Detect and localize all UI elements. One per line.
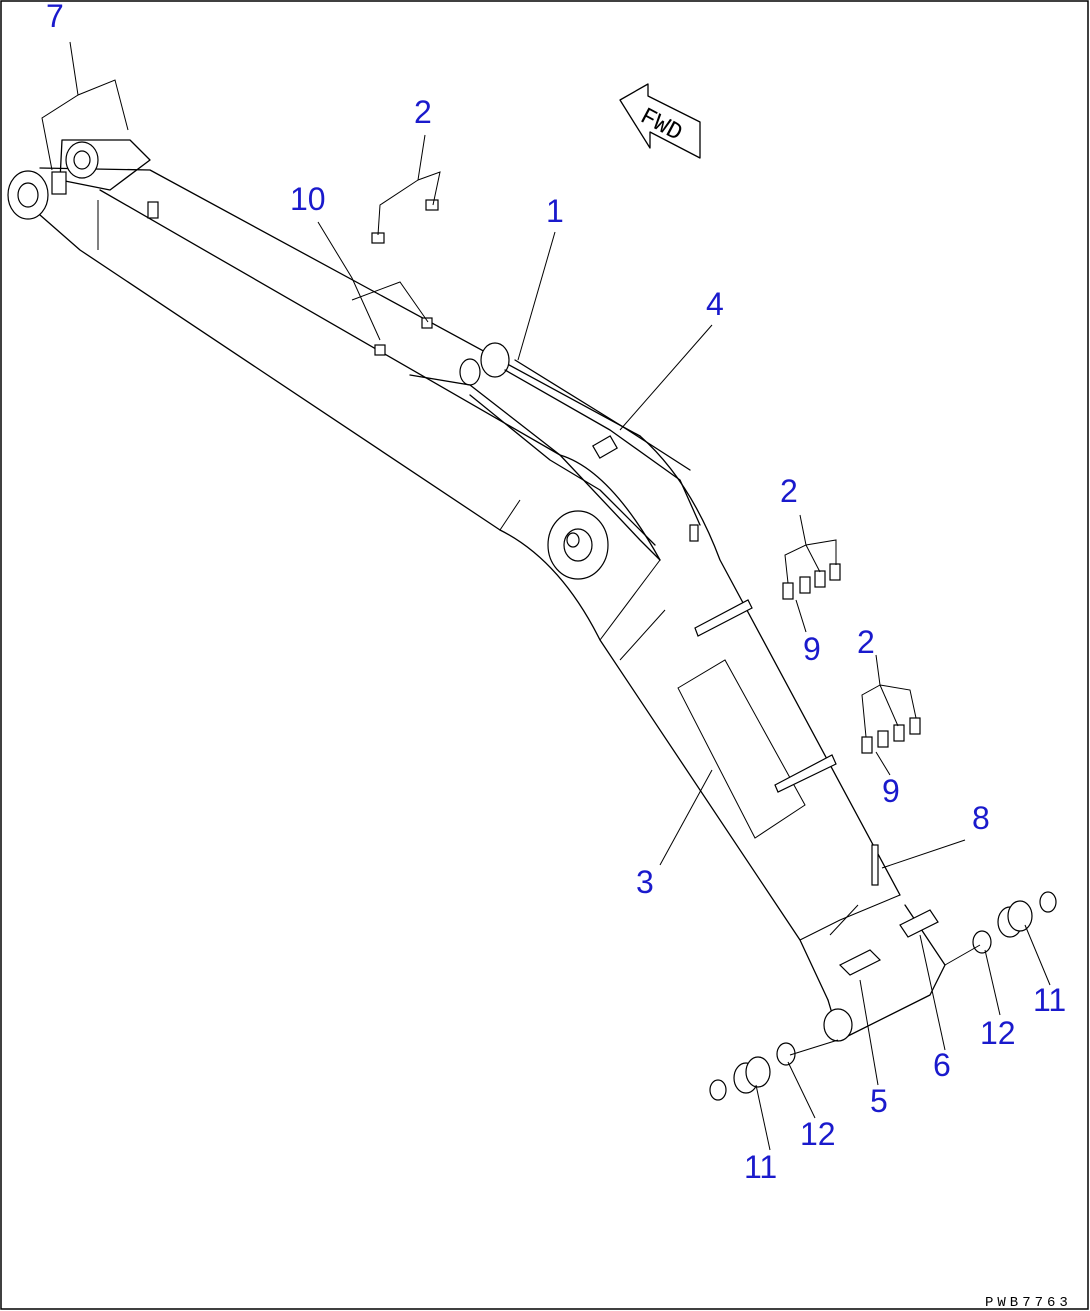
- fitting-top: [371, 199, 439, 356]
- callout-9-upper: 9: [803, 631, 821, 667]
- fitting-group-lower: [861, 717, 921, 754]
- leader-lines: [41, 41, 1051, 1151]
- boom-body: [39, 167, 946, 1041]
- callout-3: 3: [636, 864, 654, 900]
- fwd-arrow-icon: FWD: [619, 83, 701, 159]
- callout-12-right: 12: [980, 1015, 1016, 1051]
- callout-5: 5: [870, 1083, 888, 1119]
- callout-10: 10: [290, 181, 326, 217]
- callout-1: 1: [546, 193, 564, 229]
- callouts: 7 2 10 1 4 2 9 2 9 8 3 11 12 6 5 12 11: [46, 0, 1066, 1185]
- fwd-label: FWD: [635, 104, 686, 148]
- callout-4: 4: [706, 286, 724, 322]
- boom-end-boss: [823, 1008, 853, 1042]
- callout-6: 6: [933, 1047, 951, 1083]
- bushing-set-left: [709, 1042, 796, 1101]
- callout-2-lower: 2: [857, 624, 875, 660]
- boom-foot-boss: [547, 510, 609, 580]
- callout-12-left: 12: [800, 1116, 836, 1152]
- fitting-group-upper: [782, 563, 841, 600]
- band-clamps: [694, 599, 939, 976]
- hose-routing: [409, 342, 701, 561]
- callout-11-left: 11: [744, 1149, 777, 1185]
- callout-7: 7: [46, 0, 64, 34]
- callout-2-mid: 2: [780, 473, 798, 509]
- boom-top-boss: [7, 139, 159, 220]
- callout-8: 8: [972, 800, 990, 836]
- callout-11-right: 11: [1033, 982, 1066, 1018]
- callout-2-top: 2: [414, 94, 432, 130]
- drawing-code: PWB7763: [985, 1295, 1072, 1311]
- bushing-set-right: [972, 891, 1057, 954]
- callout-9-lower: 9: [882, 773, 900, 809]
